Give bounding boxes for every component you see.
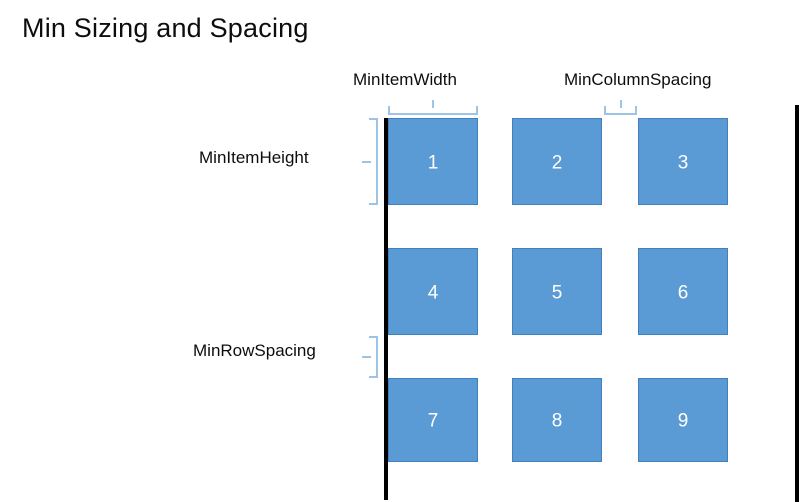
grid-item[interactable]: 6	[638, 248, 728, 335]
label-min-item-height: MinItemHeight	[199, 148, 309, 167]
grid-item-label: 5	[551, 281, 563, 303]
grid-item[interactable]: 5	[512, 248, 602, 335]
grid-item-label: 3	[677, 151, 689, 173]
grid-item-label: 4	[427, 281, 439, 303]
grid-item-label: 7	[427, 410, 439, 432]
grid-item[interactable]: 4	[388, 248, 478, 335]
brace-span	[369, 118, 378, 205]
brace-min-column-spacing	[604, 100, 637, 116]
label-min-column-spacing: MinColumnSpacing	[564, 70, 712, 89]
brace-span	[604, 106, 637, 115]
brace-min-item-width	[388, 100, 478, 116]
brace-span	[388, 106, 478, 115]
grid-item-label: 1	[427, 151, 439, 173]
brace-tick-icon	[432, 100, 434, 108]
grid-item[interactable]: 9	[638, 378, 728, 462]
grid-item-label: 9	[677, 410, 689, 432]
grid-item-label: 8	[551, 410, 563, 432]
brace-tick-icon	[619, 100, 622, 108]
brace-tick-icon	[362, 160, 371, 163]
brace-tick-icon	[362, 356, 371, 358]
brace-min-row-spacing	[362, 336, 378, 378]
brace-span	[369, 336, 378, 378]
page-title: Min Sizing and Spacing	[22, 13, 309, 43]
item-grid: 1 2 3 4 5 6 7 8 9	[388, 118, 733, 463]
grid-item-label: 6	[677, 281, 689, 303]
grid-item[interactable]: 2	[512, 118, 602, 205]
brace-min-item-height	[362, 118, 378, 205]
grid-item[interactable]: 7	[388, 378, 478, 462]
label-min-row-spacing: MinRowSpacing	[193, 341, 316, 360]
grid-item[interactable]: 8	[512, 378, 602, 462]
container-left-edge-bar	[384, 118, 388, 500]
grid-item[interactable]: 1	[388, 118, 478, 205]
grid-item-label: 2	[551, 151, 563, 173]
label-min-item-width: MinItemWidth	[353, 70, 457, 89]
grid-item[interactable]: 3	[638, 118, 728, 205]
container-right-edge-bar	[795, 105, 799, 502]
